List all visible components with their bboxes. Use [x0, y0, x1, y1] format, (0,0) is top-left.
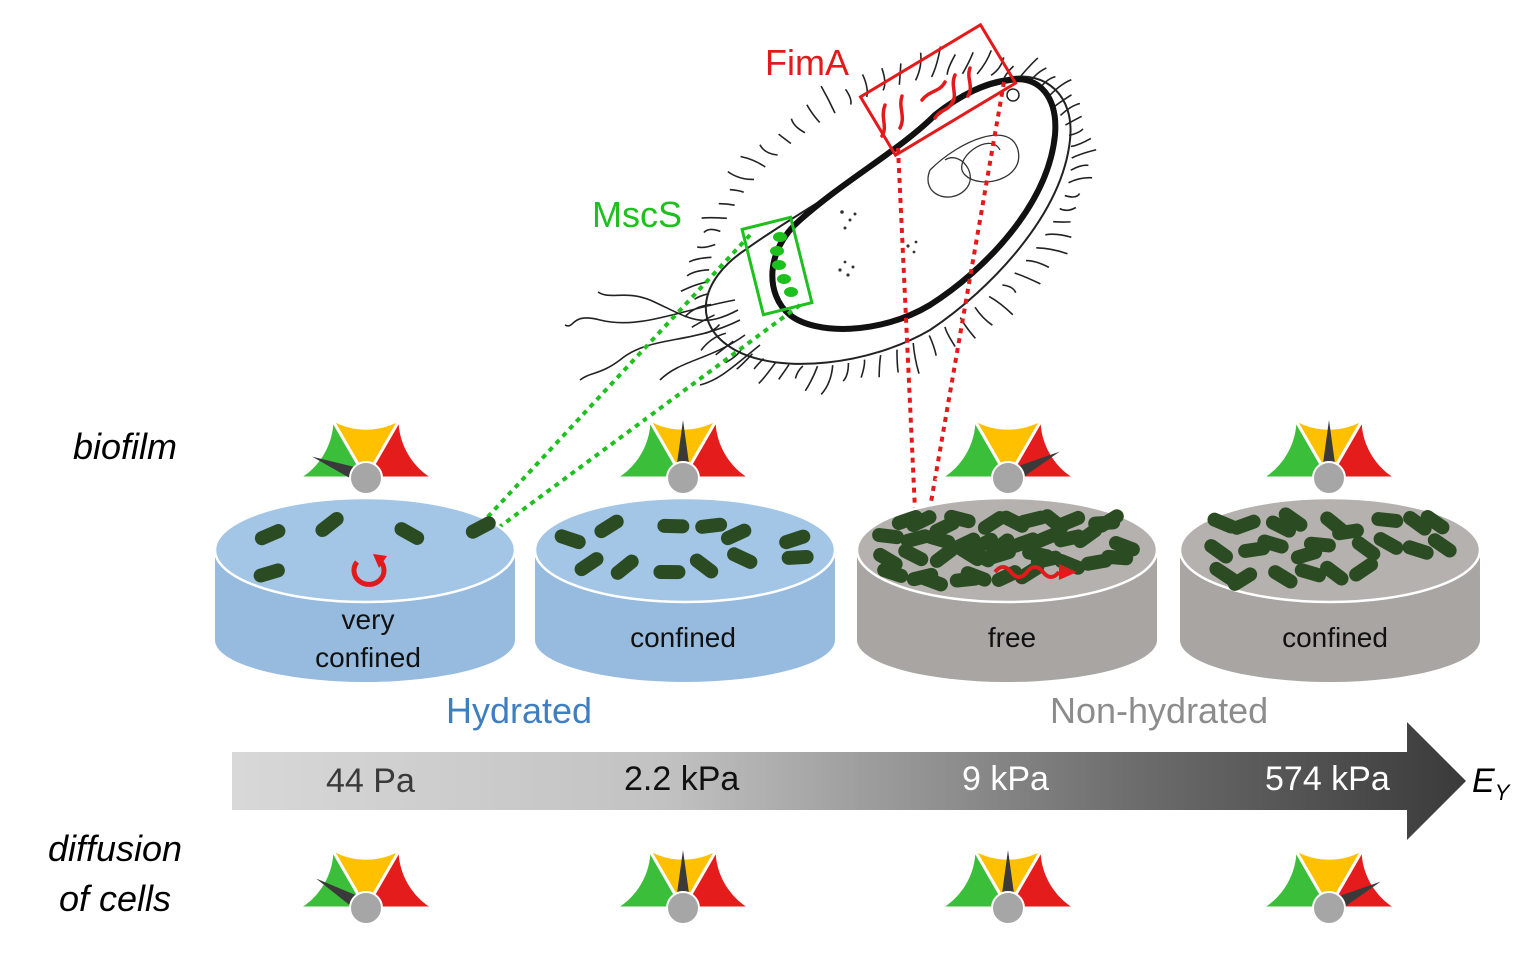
non-hydrated-label: Non-hydrated: [1050, 690, 1268, 732]
biofilm-row-label: biofilm: [40, 426, 210, 468]
pilus-hair: [689, 257, 711, 262]
pilus-hair: [1061, 104, 1080, 116]
diffusion-gauge-1: [298, 849, 434, 924]
pilus-hair: [989, 296, 1013, 314]
hydrated-label: Hydrated: [446, 690, 592, 732]
diffusion-row-label-line1: diffusion: [30, 828, 200, 870]
biofilm-gauge-4: [1261, 419, 1397, 494]
pilus-hair: [741, 156, 766, 167]
pilus-hair: [1065, 193, 1080, 196]
pilus-hair: [704, 229, 720, 232]
mscs-label: MscS: [592, 194, 682, 236]
pilus-hair: [681, 282, 708, 291]
youngs-modulus-symbol: EY: [1472, 762, 1509, 806]
disc-1-label-line1: very: [268, 601, 468, 639]
stiffness-value-2: 2.2 kPa: [624, 760, 739, 799]
pilus-hair: [821, 86, 835, 113]
diffusion-row-label-line2: of cells: [40, 878, 190, 920]
disc-top: [535, 498, 835, 602]
biofilm-gauges: [298, 419, 1397, 494]
biofilm-gauge-3: [940, 419, 1076, 494]
pilus-hair: [821, 365, 833, 394]
gauge-hub: [1313, 892, 1345, 924]
youngs-modulus-subscript: Y: [1495, 780, 1510, 805]
pilus-hair: [779, 134, 791, 143]
pilus-hair: [1072, 150, 1096, 158]
pilus-hair: [1071, 138, 1091, 146]
pilus-hair: [1045, 234, 1071, 237]
diffusion-gauge-3: [940, 849, 1076, 924]
pilus-hair: [882, 68, 885, 90]
pilus-hair: [687, 270, 709, 276]
pilus-hair: [702, 218, 727, 219]
gauge-hub: [350, 892, 382, 924]
pilus-hair: [945, 327, 955, 347]
pilus-hair: [791, 119, 805, 133]
pilus-hair: [977, 50, 991, 74]
pilus-hair: [916, 53, 921, 81]
disc-3-label: free: [912, 619, 1112, 657]
gauge-hub: [350, 462, 382, 494]
pilus-hair: [760, 145, 778, 155]
pilus-hair: [861, 360, 864, 378]
pilus-hair: [759, 362, 776, 383]
pilus-hair: [728, 172, 754, 180]
pilus-hair: [1002, 285, 1015, 293]
pilus-hair: [975, 307, 992, 325]
polar-granule: [1007, 89, 1019, 101]
pilus-hair: [719, 204, 735, 206]
stiffness-value-1: 44 Pa: [326, 762, 415, 801]
pilus-hair: [807, 105, 820, 123]
pilus-hair: [897, 350, 898, 373]
pilus-hair: [730, 190, 744, 193]
flagellum: [565, 300, 735, 326]
pilus-hair: [805, 366, 817, 391]
disc-4-label: confined: [1235, 619, 1435, 657]
gauge-hub: [667, 892, 699, 924]
bacterium-cell: [1101, 549, 1134, 565]
gauge-hub: [667, 462, 699, 494]
pilus-hair: [929, 335, 936, 355]
stiffness-value-3: 9 kPa: [962, 760, 1049, 799]
biofilm-gauge-1: [298, 419, 434, 494]
pilus-hair: [879, 355, 881, 377]
pilus-hair: [913, 343, 919, 374]
pilus-hair: [779, 365, 789, 380]
gauge-hub: [992, 462, 1024, 494]
bacterium-cell: [657, 519, 689, 534]
pilus-hair: [697, 244, 715, 247]
pilus-hair: [1069, 178, 1093, 183]
bacterium-cell: [781, 550, 814, 566]
gauge-hub: [992, 892, 1024, 924]
stiffness-value-4: 574 kPa: [1265, 760, 1390, 799]
pilus-hair: [843, 363, 848, 381]
diffusion-gauge-4: [1261, 849, 1397, 924]
diffusion-gauge-2: [615, 849, 751, 924]
bacterium-cell: [653, 565, 685, 579]
pilus-hair: [795, 366, 802, 378]
pilus-hair: [1065, 116, 1081, 125]
flagellum: [700, 345, 760, 385]
pilus-hair: [846, 89, 851, 104]
biofilm-gauge-2: [615, 419, 751, 494]
pilus-hair: [1060, 207, 1076, 210]
pilus-hair: [1026, 261, 1049, 268]
pilus-hair: [1036, 248, 1067, 254]
gauge-hub: [1313, 462, 1345, 494]
pilus-hair: [1015, 273, 1041, 284]
fima-label: FimA: [765, 42, 849, 84]
disc-1-label-line2: confined: [268, 639, 468, 677]
mscs-zoom-lines: [483, 235, 800, 528]
pilus-hair: [947, 54, 955, 74]
pilus-hair: [1071, 165, 1089, 170]
youngs-modulus-letter: E: [1472, 762, 1495, 800]
diffusion-gauges: [298, 849, 1397, 924]
disc-2-label: confined: [583, 619, 783, 657]
